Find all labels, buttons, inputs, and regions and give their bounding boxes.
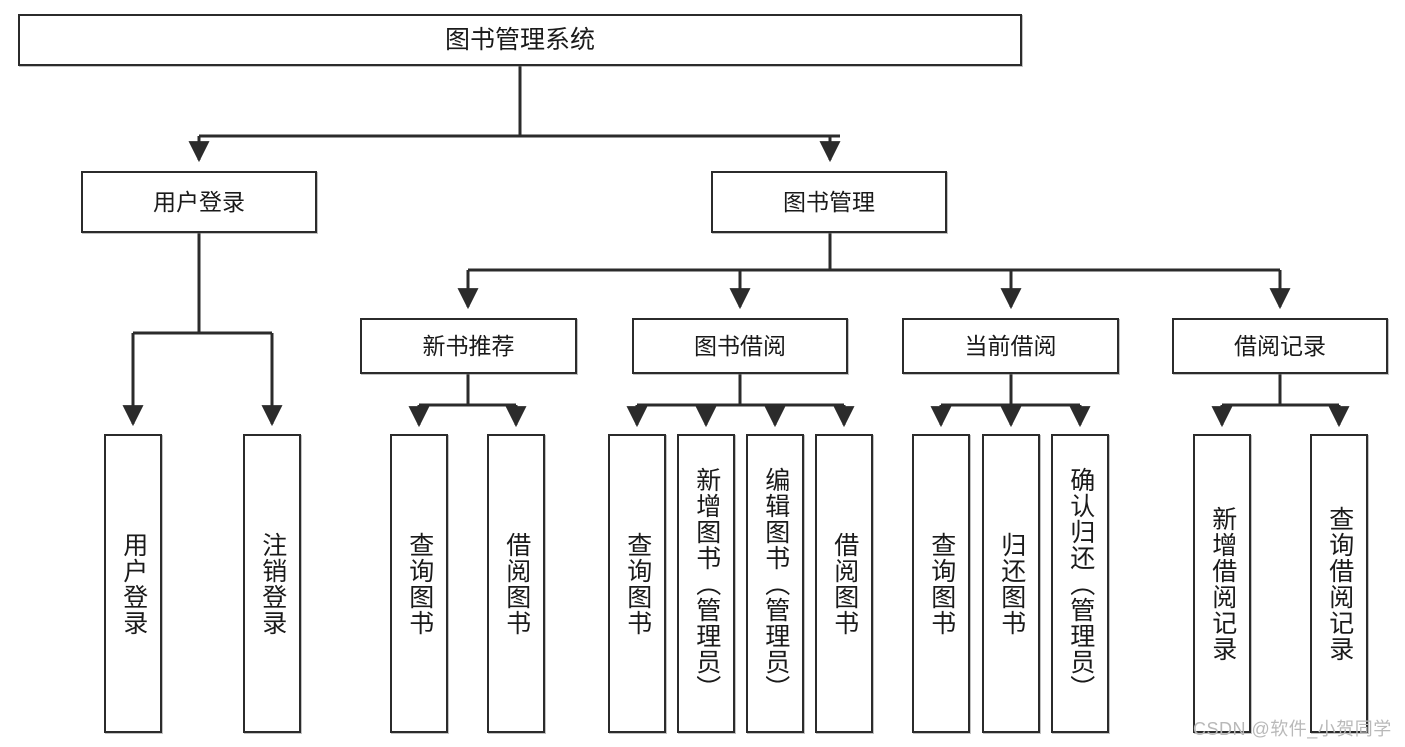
leaf-borrow-book[interactable]: 借阅图书	[815, 434, 873, 733]
node-label: 归还图书	[997, 531, 1026, 636]
node-root-system[interactable]: 图书管理系统	[18, 14, 1022, 66]
leaf-user-login[interactable]: 用户登录	[104, 434, 162, 733]
leaf-borrow-book-recommend[interactable]: 借阅图书	[487, 434, 545, 733]
node-label: 新增图书（管理员）	[692, 466, 721, 701]
leaf-logout[interactable]: 注销登录	[243, 434, 301, 733]
node-label: 注销登录	[258, 531, 287, 636]
leaf-add-book-admin[interactable]: 新增图书（管理员）	[677, 434, 735, 733]
node-label: 借阅记录	[1234, 332, 1326, 359]
node-label: 查询图书	[623, 531, 652, 636]
node-borrow-record[interactable]: 借阅记录	[1172, 318, 1388, 374]
leaf-query-borrow-record[interactable]: 查询借阅记录	[1310, 434, 1368, 733]
leaf-query-book-current[interactable]: 查询图书	[912, 434, 970, 733]
node-label: 新增借阅记录	[1208, 505, 1237, 662]
node-user-login[interactable]: 用户登录	[81, 171, 317, 233]
node-label: 借阅图书	[502, 531, 531, 636]
node-label: 当前借阅	[964, 332, 1057, 359]
leaf-edit-book-admin[interactable]: 编辑图书（管理员）	[746, 434, 804, 733]
node-label: 借阅图书	[830, 531, 859, 636]
node-label: 查询图书	[927, 531, 956, 636]
node-label: 图书管理系统	[444, 25, 595, 54]
leaf-add-borrow-record[interactable]: 新增借阅记录	[1193, 434, 1251, 733]
node-label: 图书借阅	[694, 332, 786, 359]
node-label: 图书管理	[783, 188, 875, 215]
node-label: 查询图书	[405, 531, 434, 636]
node-current-borrow[interactable]: 当前借阅	[902, 318, 1119, 374]
node-book-borrow[interactable]: 图书借阅	[632, 318, 848, 374]
node-label: 用户登录	[119, 531, 148, 636]
leaf-confirm-return-admin[interactable]: 确认归还（管理员）	[1051, 434, 1109, 733]
node-new-book-recommend[interactable]: 新书推荐	[360, 318, 577, 374]
leaf-query-book[interactable]: 查询图书	[608, 434, 666, 733]
node-label: 新书推荐	[422, 332, 515, 359]
node-label: 编辑图书（管理员）	[761, 466, 790, 701]
node-label: 查询借阅记录	[1325, 505, 1354, 662]
node-label: 用户登录	[153, 188, 245, 215]
node-label: 确认归还（管理员）	[1066, 466, 1095, 701]
watermark-text: CSDN @软件_小贺同学	[1193, 719, 1392, 739]
leaf-query-book-recommend[interactable]: 查询图书	[390, 434, 448, 733]
leaf-return-book[interactable]: 归还图书	[982, 434, 1040, 733]
node-book-management[interactable]: 图书管理	[711, 171, 947, 233]
